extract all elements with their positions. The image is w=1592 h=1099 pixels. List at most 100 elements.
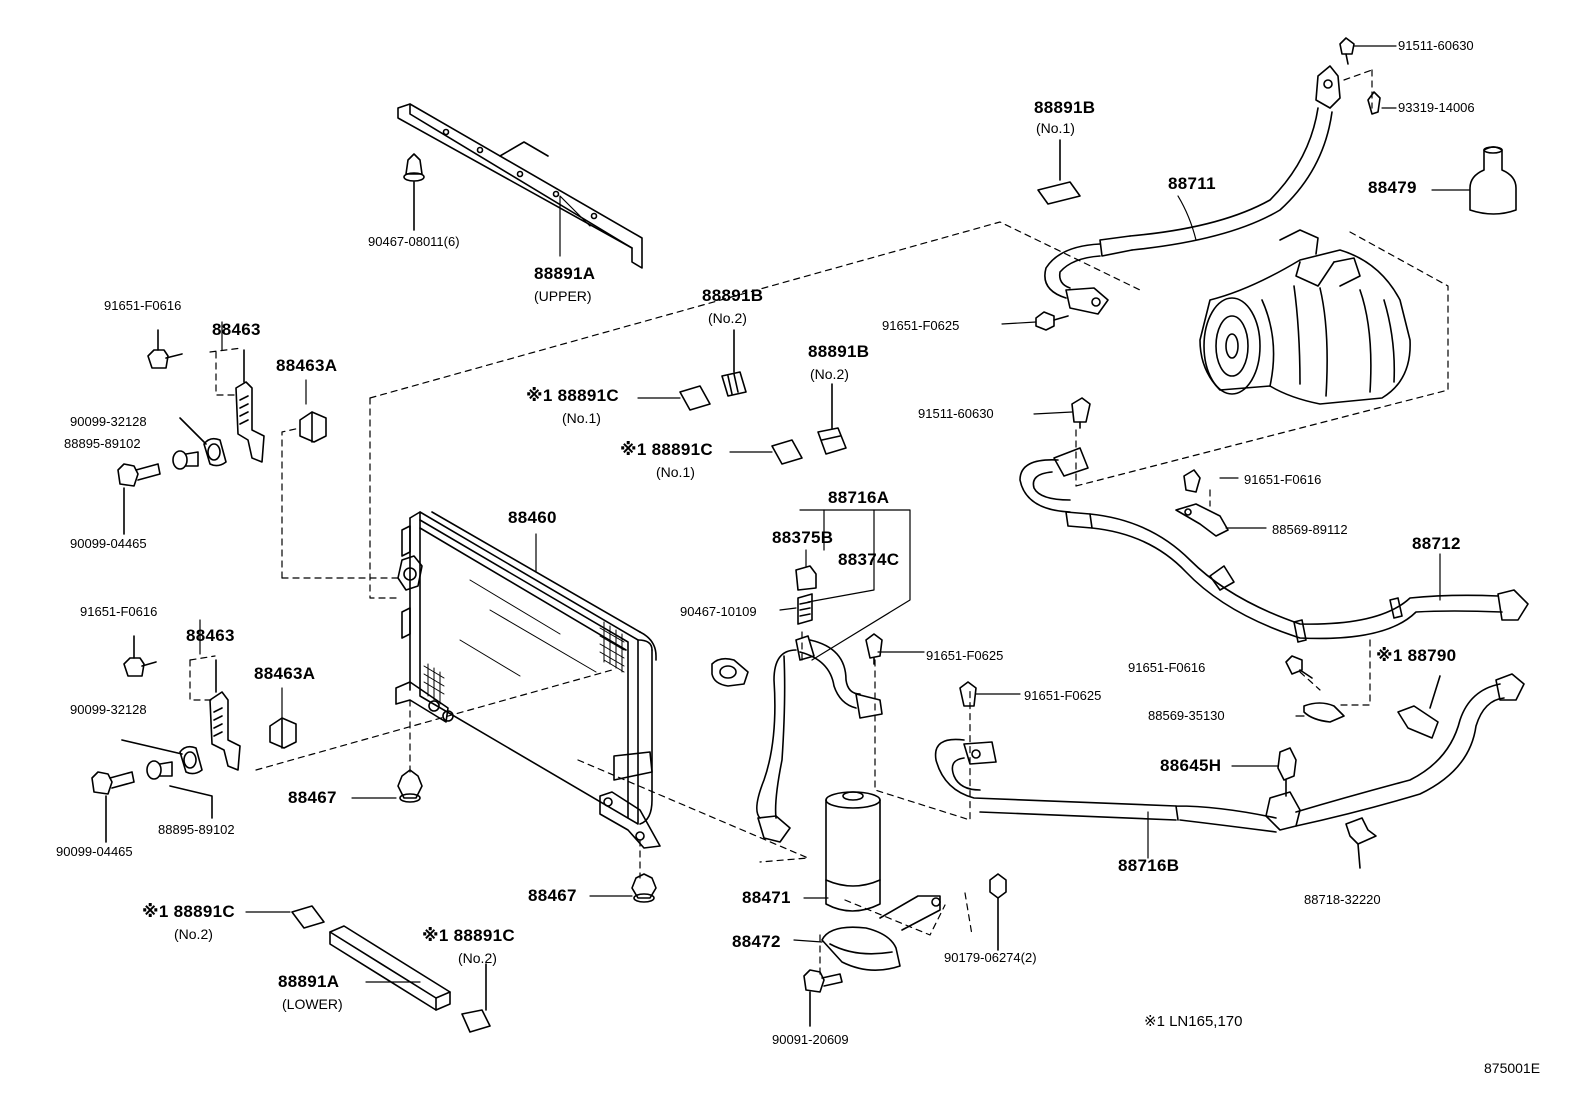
cap-88479	[1469, 146, 1517, 215]
clip-90467-08011	[403, 153, 425, 231]
bar-88891A-lower	[329, 925, 451, 1011]
compressor	[1199, 229, 1411, 405]
label-88895-89102-b: 88895-89102	[158, 822, 235, 837]
upper-bracket-88891A	[397, 103, 643, 269]
clamp-90467-10109	[711, 657, 749, 687]
hose-88712	[1019, 397, 1529, 643]
label-90099-32128-b: 90099-32128	[70, 702, 147, 717]
label-88891C-no2-a: ※1 88891C	[142, 902, 235, 921]
label-88891B-no1-top: 88891B	[1034, 98, 1096, 117]
bolt-90099-04465-a	[117, 463, 161, 535]
label-88718-32220: 88718-32220	[1304, 892, 1381, 907]
grommet-90099-32128-a	[179, 417, 227, 467]
clip-88463A-b	[269, 717, 297, 749]
label-91651-F0625-top: 91651-F0625	[882, 318, 960, 333]
label-91651-F0616-right: 91651-F0616	[1244, 472, 1322, 487]
clip-88718-32220	[1345, 817, 1377, 869]
hose-88716A	[756, 565, 883, 843]
dashed-guide-lines	[189, 69, 1449, 976]
label-88716B: 88716B	[1118, 856, 1180, 875]
label-88460: 88460	[508, 508, 557, 527]
label-88463-b: 88463	[186, 626, 235, 645]
label-93319-14006: 93319-14006	[1398, 100, 1475, 115]
label-90099-04465-b: 90099-04465	[56, 844, 133, 859]
label-88569-89112: 88569-89112	[1272, 522, 1348, 537]
pad-88891B-no2-a	[721, 329, 747, 397]
grommet-90099-32128-b	[121, 739, 203, 775]
label-88645H: 88645H	[1160, 756, 1222, 775]
label-no2-a: (No.2)	[708, 310, 747, 326]
label-88891A-upper: 88891A	[534, 264, 596, 283]
label-88569-35130: 88569-35130	[1148, 708, 1225, 723]
label-88467-a: 88467	[288, 788, 337, 807]
pad-88891C-no2-a	[291, 905, 325, 929]
sensor-88790	[1397, 675, 1441, 739]
bolt-91651-F0616-b	[123, 635, 157, 677]
label-88374C: 88374C	[838, 550, 900, 569]
label-lower: (LOWER)	[282, 996, 343, 1012]
label-88716A: 88716A	[828, 488, 890, 507]
label-88467-b: 88467	[528, 886, 577, 905]
label-91651-F0625-mid: 91651-F0625	[926, 648, 1004, 663]
washer-88895-89102-b	[146, 760, 213, 819]
washer-88895-89102-a	[172, 450, 199, 470]
clip-88463A-a	[299, 411, 327, 443]
label-88891C-no1-b: ※1 88891C	[620, 440, 713, 459]
hose-88711	[1035, 37, 1381, 331]
bracket-88463-a	[235, 349, 265, 463]
label-88471: 88471	[742, 888, 791, 907]
bracket-88472	[821, 895, 941, 971]
receiver-88471	[825, 791, 881, 912]
label-90467-10109: 90467-10109	[680, 604, 757, 619]
pad-88891B-no1-top	[1037, 139, 1081, 205]
pad-88891C-no1-b	[771, 439, 803, 465]
pad-88891C-no2-b	[461, 963, 491, 1033]
leader-lines	[199, 45, 1471, 983]
label-90091-20609: 90091-20609	[772, 1032, 849, 1047]
nut-90179-06274	[989, 873, 1007, 951]
label-88711: 88711	[1168, 174, 1216, 193]
label-88895-89102-a: 88895-89102	[64, 436, 141, 451]
label-91651-F0616-c: 91651-F0616	[1128, 660, 1206, 675]
pad-88891B-no2-b	[817, 383, 847, 455]
label-90099-04465-a: 90099-04465	[70, 536, 147, 551]
label-88712: 88712	[1412, 534, 1461, 553]
condenser-88460	[395, 511, 661, 849]
bolt-91651-F0616-a	[147, 329, 183, 369]
clip-88467-b	[631, 873, 657, 903]
label-88463A-a: 88463A	[276, 356, 338, 375]
label-no2-d: (No.2)	[458, 950, 497, 966]
label-90099-32128-a: 90099-32128	[70, 414, 147, 429]
label-88891C-no2-b: ※1 88891C	[422, 926, 515, 945]
label-88790: ※1 88790	[1376, 646, 1457, 665]
label-upper: (UPPER)	[534, 288, 592, 304]
label-88479: 88479	[1368, 178, 1417, 197]
diagram-id: 875001E	[1484, 1060, 1541, 1076]
clip-88467-a	[397, 769, 423, 803]
label-91651-F0616-a: 91651-F0616	[104, 298, 182, 313]
hose-88716B	[934, 673, 1525, 833]
label-88375B: 88375B	[772, 528, 834, 547]
bolt-90091-20609	[803, 969, 843, 1027]
label-88891A-lower: 88891A	[278, 972, 340, 991]
pad-88891C-no1-a	[679, 385, 711, 411]
label-91511-60630-top: 91511-60630	[1398, 38, 1474, 53]
label-no1-a: (No.1)	[562, 410, 601, 426]
bolt-90099-04465-b	[91, 771, 135, 843]
label-no1-top: (No.1)	[1036, 120, 1075, 136]
footnote: ※1 LN165,170	[1144, 1013, 1243, 1030]
label-88891B-no2-a: 88891B	[702, 286, 764, 305]
label-no2-b: (No.2)	[810, 366, 849, 382]
bracket-88569-35130	[1303, 702, 1345, 723]
label-91651-F0616-b: 91651-F0616	[80, 604, 158, 619]
label-no1-b: (No.1)	[656, 464, 695, 480]
label-88463-a: 88463	[212, 320, 261, 339]
bolt-91651-F0616-c	[1285, 655, 1313, 679]
label-88472: 88472	[732, 932, 781, 951]
bracket-88463-b	[209, 659, 241, 771]
switch-88645H	[1277, 747, 1297, 797]
label-91651-F0625-c: 91651-F0625	[1024, 688, 1102, 703]
label-88891B-no2-b: 88891B	[808, 342, 870, 361]
